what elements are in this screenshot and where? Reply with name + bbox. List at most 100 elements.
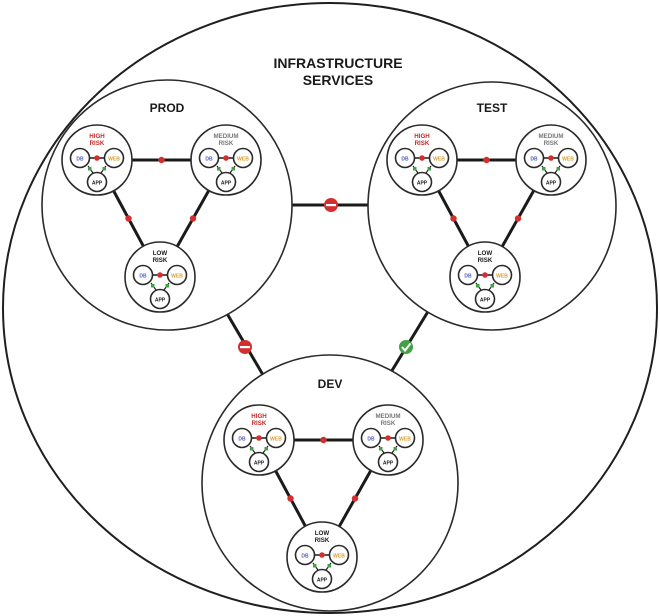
test-medium-allowed-db-app bbox=[542, 167, 546, 171]
test-low-allowed-web-app bbox=[490, 284, 494, 288]
prod-low-allowed-web-app bbox=[165, 284, 169, 288]
test-low-web-label: WEB bbox=[496, 274, 508, 280]
dev-high-app-node bbox=[248, 451, 270, 473]
prod-low-app-label: APP bbox=[155, 298, 166, 304]
test-medium-web-node bbox=[557, 147, 579, 169]
prod-high-app-node bbox=[86, 171, 108, 193]
dev-medium-label-1: MEDIUM bbox=[375, 413, 400, 420]
test-medium-blocked-db-web bbox=[548, 155, 554, 161]
test-medium-app-label: APP bbox=[546, 181, 557, 187]
prod-low-app-node bbox=[149, 288, 171, 310]
test-high-label-2: RISK bbox=[415, 140, 430, 147]
dev-high-allowed-web-app bbox=[264, 447, 268, 451]
prod-high-web-label: WEB bbox=[108, 157, 120, 163]
dev-low-label-1: LOW bbox=[315, 530, 330, 537]
prod-tier-link-blocked-1 bbox=[125, 215, 132, 222]
dev-low-blocked-db-web bbox=[319, 552, 325, 558]
test-high-db-label: DB bbox=[401, 157, 409, 163]
prod-medium-app-label: APP bbox=[221, 181, 232, 187]
dev-medium-db-label: DB bbox=[367, 437, 375, 443]
test-medium-allowed-web-app bbox=[556, 167, 560, 171]
dev-low-allowed-web-app bbox=[327, 564, 331, 568]
test-tier-link-blocked-0 bbox=[483, 156, 490, 164]
prod-medium-blocked-db-web bbox=[223, 155, 229, 161]
dev-tier-link-blocked-0 bbox=[320, 436, 327, 444]
prod-high-db-label: DB bbox=[76, 157, 84, 163]
test-high-web-label: WEB bbox=[433, 157, 445, 163]
dev-medium-db-node bbox=[360, 427, 382, 449]
dev-high-web-label: WEB bbox=[270, 437, 282, 443]
test-low-db-node bbox=[457, 264, 479, 286]
prod-low-label-2: RISK bbox=[153, 257, 168, 264]
prod-medium-label-1: MEDIUM bbox=[213, 133, 238, 140]
test-low-app-node bbox=[474, 288, 496, 310]
env-label-test: TEST bbox=[477, 101, 508, 115]
prod-low-web-node bbox=[166, 264, 188, 286]
test-high-app-label: APP bbox=[417, 181, 428, 187]
prod-low-allowed-db-app bbox=[151, 284, 155, 288]
prod-high-label-1: HIGH bbox=[89, 133, 105, 140]
prod-medium-allowed-db-app bbox=[217, 167, 221, 171]
prod-high-db-node bbox=[69, 147, 91, 169]
dev-medium-web-label: WEB bbox=[399, 437, 411, 443]
dev-tier-link-blocked-1 bbox=[287, 495, 294, 502]
test-low-app-label: APP bbox=[480, 298, 491, 304]
prod-medium-app-node bbox=[215, 171, 237, 193]
allowed-badge-test-dev bbox=[399, 340, 413, 354]
test-high-db-node bbox=[394, 147, 416, 169]
blocked-badge-prod-dev bbox=[238, 340, 252, 354]
title-line-2: SERVICES bbox=[303, 72, 374, 88]
prod-medium-allowed-web-app bbox=[231, 167, 235, 171]
prod-high-allowed-web-app bbox=[102, 167, 106, 171]
dev-medium-app-label: APP bbox=[383, 461, 394, 467]
dev-high-allowed-db-app bbox=[250, 447, 254, 451]
dev-medium-allowed-web-app bbox=[393, 447, 397, 451]
test-high-label-1: HIGH bbox=[414, 133, 430, 140]
dev-medium-blocked-db-web bbox=[385, 435, 391, 441]
dev-high-label-2: RISK bbox=[252, 420, 267, 427]
prod-high-web-node bbox=[103, 147, 125, 169]
test-low-db-label: DB bbox=[464, 274, 472, 280]
dev-low-label-2: RISK bbox=[315, 537, 330, 544]
prod-medium-web-label: WEB bbox=[237, 157, 249, 163]
dev-tier-link-blocked-2 bbox=[351, 495, 359, 502]
test-low-web-node bbox=[491, 264, 513, 286]
dev-low-web-node bbox=[328, 544, 350, 566]
test-medium-label-2: RISK bbox=[544, 140, 559, 147]
prod-medium-db-node bbox=[198, 147, 220, 169]
test-high-allowed-db-app bbox=[413, 167, 417, 171]
prod-medium-label-2: RISK bbox=[219, 140, 234, 147]
prod-low-db-label: DB bbox=[139, 274, 147, 280]
test-tier-link-blocked-1 bbox=[450, 215, 457, 222]
title-line-1: INFRASTRUCTURE bbox=[273, 55, 402, 71]
test-low-label-1: LOW bbox=[478, 250, 493, 257]
dev-low-app-node bbox=[311, 568, 333, 590]
test-medium-db-node bbox=[523, 147, 545, 169]
test-medium-db-label: DB bbox=[530, 157, 538, 163]
test-high-app-node bbox=[411, 171, 433, 193]
prod-medium-db-label: DB bbox=[205, 157, 213, 163]
env-label-dev: DEV bbox=[318, 377, 343, 391]
blocked-badge-prod-test bbox=[324, 198, 338, 212]
test-medium-web-label: WEB bbox=[562, 157, 574, 163]
dev-low-web-label: WEB bbox=[333, 554, 345, 560]
prod-tier-link-blocked-0 bbox=[158, 156, 165, 164]
prod-high-label-2: RISK bbox=[90, 140, 105, 147]
dev-medium-web-node bbox=[394, 427, 416, 449]
dev-high-db-node bbox=[231, 427, 253, 449]
dev-medium-allowed-db-app bbox=[379, 447, 383, 451]
dev-high-app-label: APP bbox=[254, 461, 265, 467]
dev-high-blocked-db-web bbox=[256, 435, 262, 441]
test-medium-app-node bbox=[540, 171, 562, 193]
